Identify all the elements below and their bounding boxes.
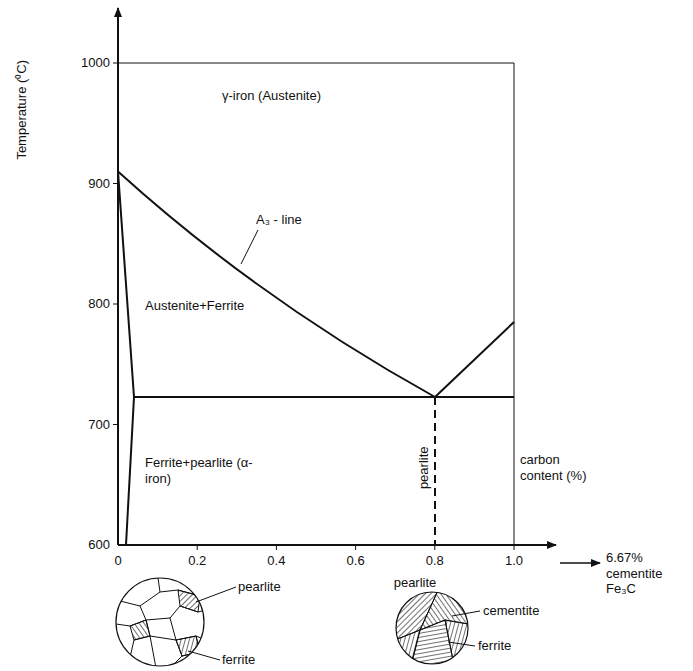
axis-title: carbon content (%) [520, 452, 605, 483]
tick-label: 1000 [81, 55, 110, 71]
tick-label: 900 [88, 176, 110, 192]
tick-label: 600 [88, 537, 110, 553]
tick-label: 0.6 [347, 553, 365, 569]
line-label: pearlite [415, 447, 431, 490]
axis-note: 6.67% cementite Fe₃C [606, 550, 688, 597]
ferrite-pearlite-micrograph [116, 578, 236, 668]
tick-label: 0 [114, 553, 121, 569]
region-label: γ-iron (Austenite) [222, 88, 321, 104]
region-label: Ferrite+pearlite (α-iron) [145, 455, 260, 486]
tick-label: 800 [88, 296, 110, 312]
tick-label: 700 [88, 417, 110, 433]
callout-label: pearlite [238, 579, 281, 595]
tick-label: 0.2 [188, 553, 206, 569]
phase-lines [118, 172, 514, 546]
callout-label: ferrite [222, 652, 255, 668]
callout-label: pearlite [394, 575, 437, 591]
region-label: Austenite+Ferrite [145, 298, 244, 314]
line-label: A₃ - line [256, 212, 302, 228]
tick-label: 1.0 [505, 553, 523, 569]
callout-label: ferrite [478, 638, 511, 654]
axis-title: Temperature (⁰C) [14, 60, 30, 160]
tick-label: 0.4 [267, 553, 285, 569]
tick-label: 0.8 [426, 553, 444, 569]
callout-label: cementite [483, 603, 539, 619]
pearlite-micrograph [390, 586, 480, 670]
